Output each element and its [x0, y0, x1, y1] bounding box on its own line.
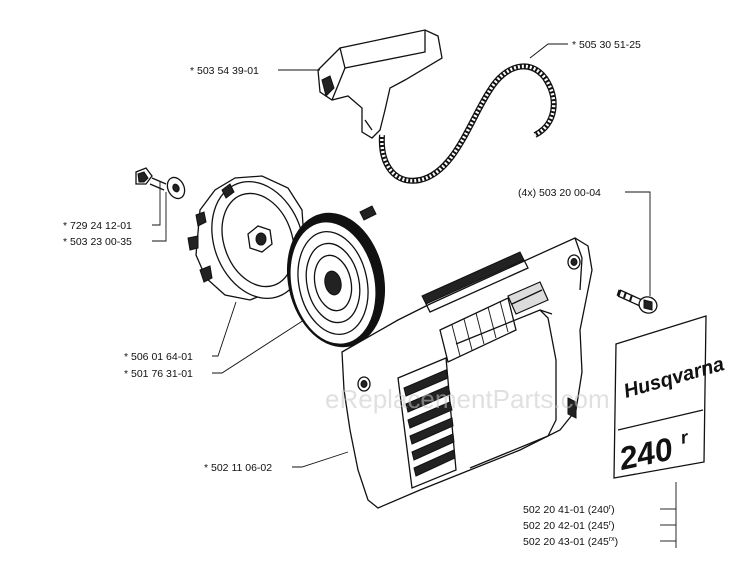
lower-vent: [397, 357, 457, 489]
leader-lines: [152, 43, 677, 548]
recoil-spring: [286, 205, 386, 348]
label-decal-240: 502 20 41-01 (240r): [523, 504, 615, 516]
watermark: eReplacementParts.com: [325, 384, 610, 414]
label-spring: * 501 76 31-01: [124, 368, 193, 380]
upper-vent: [439, 297, 517, 363]
label-pulley: * 506 01 64-01: [124, 351, 193, 363]
decal: Husqvarna 240 r: [613, 315, 727, 479]
starter-handle: [317, 29, 443, 139]
part-labels: * 503 54 39-01 * 505 30 51-25 * 729 24 1…: [63, 39, 641, 548]
starter-pulley: [187, 175, 305, 301]
starter-rope: [378, 63, 557, 184]
label-washer: * 503 23 00-35: [63, 236, 132, 248]
cover-screw: [616, 289, 658, 314]
label-rope: * 505 30 51-25: [572, 39, 641, 51]
starter-cover: [341, 237, 593, 509]
label-handle: * 503 54 39-01: [190, 65, 259, 77]
decal-model-sup: r: [679, 427, 691, 448]
label-screw: * 729 24 12-01: [63, 220, 132, 232]
label-decal-245: 502 20 42-01 (245r): [523, 520, 615, 532]
screw-and-washer: [135, 167, 186, 200]
label-decal-245rx: 502 20 43-01 (245rx): [523, 536, 618, 548]
label-cover: * 502 11 06-02: [204, 462, 272, 474]
label-screws-4x: (4x) 503 20 00-04: [518, 187, 601, 199]
